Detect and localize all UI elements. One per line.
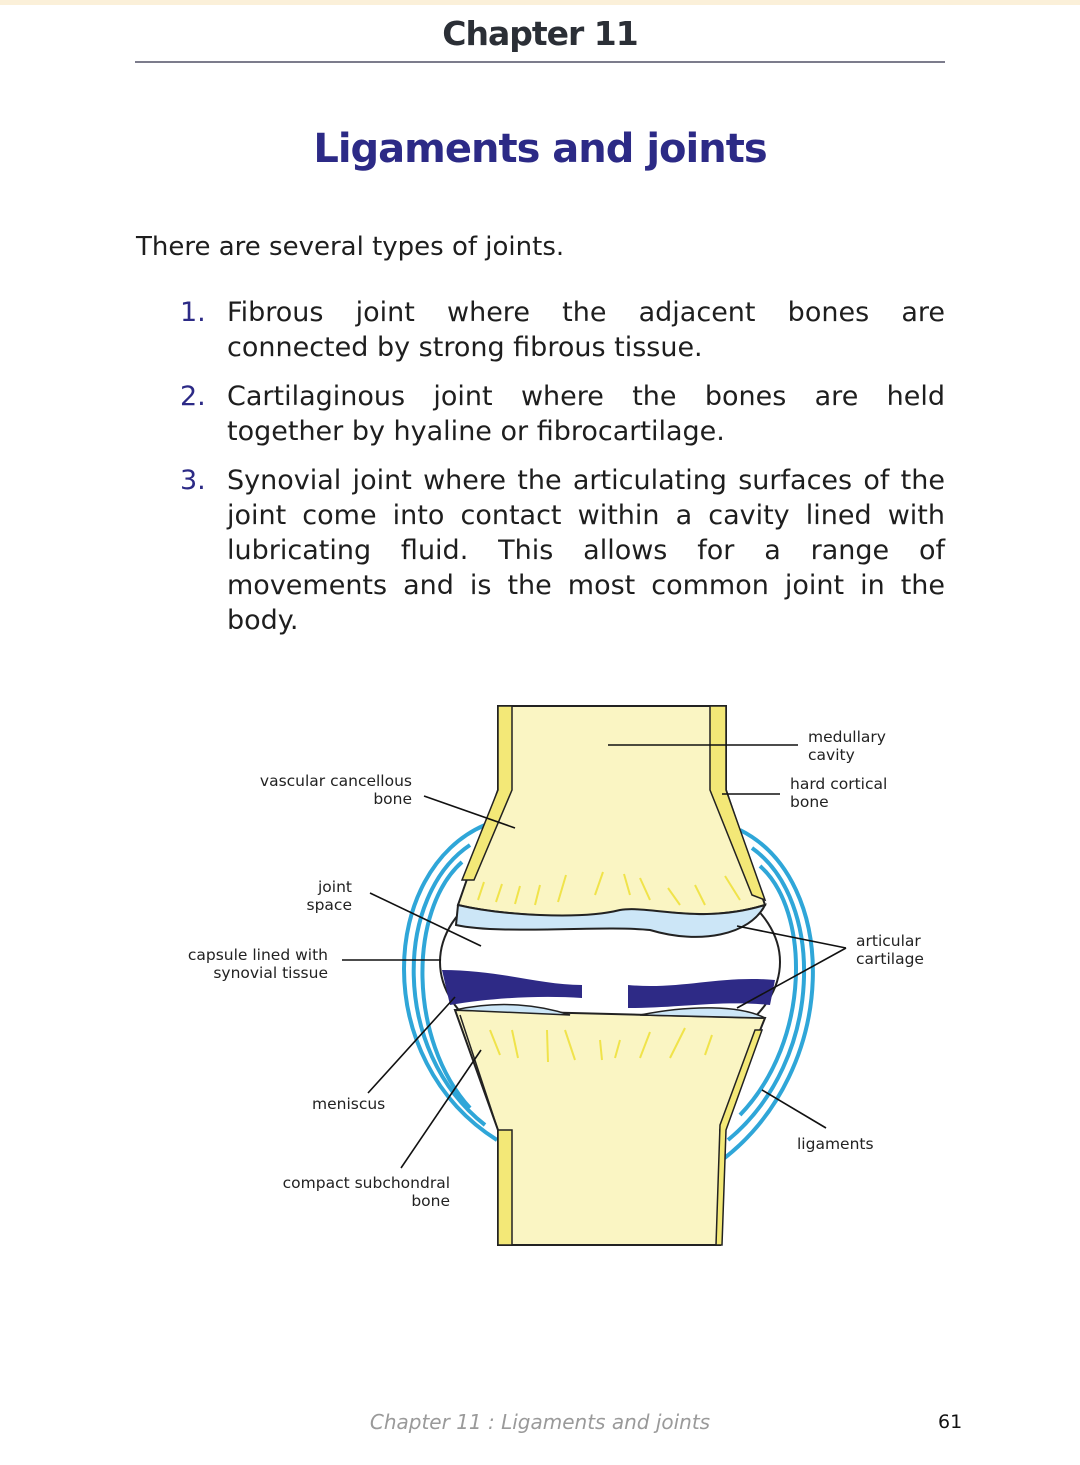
list-item: 3. Synovial joint where the articulating … bbox=[180, 463, 945, 638]
list-number: 2. bbox=[180, 381, 206, 412]
list-text: Fibrous joint where the adjacent bones a… bbox=[227, 297, 945, 363]
meniscus-left bbox=[442, 970, 582, 1005]
upper-articular-cartilage bbox=[454, 903, 767, 938]
synovial-joint-diagram bbox=[342, 705, 847, 1246]
label-articular-cartilage: articular cartilage bbox=[856, 932, 924, 968]
upper-cortical-left bbox=[460, 705, 513, 881]
footer-chapter-title: Chapter 11 : Ligaments and joints bbox=[369, 1410, 711, 1434]
lower-articular-cartilage bbox=[454, 1003, 766, 1019]
list-item: 1. Fibrous joint where the adjacent bones… bbox=[180, 295, 945, 365]
header-divider bbox=[135, 61, 945, 63]
joint-types-list: 1. Fibrous joint where the adjacent bones… bbox=[180, 295, 945, 652]
lower-cortical-right bbox=[715, 1029, 764, 1246]
label-compact-subchondral-bone: compact subchondral bone bbox=[282, 1174, 450, 1210]
list-text: Synovial joint where the articulating su… bbox=[227, 465, 945, 636]
intro-text: There are several types of joints. bbox=[136, 232, 565, 262]
ligaments bbox=[402, 823, 815, 1162]
list-number: 3. bbox=[180, 465, 206, 496]
leader-lines bbox=[342, 744, 847, 1169]
page-title: Ligaments and joints bbox=[313, 126, 767, 172]
label-capsule: capsule lined with synovial tissue bbox=[187, 946, 328, 982]
list-text: Cartilaginous joint where the bones are … bbox=[227, 381, 945, 447]
meniscus-right bbox=[628, 978, 775, 1008]
label-medullary-cavity: medullary cavity bbox=[808, 728, 886, 764]
lower-cortical-left bbox=[459, 1014, 513, 1246]
chapter-heading: Chapter 11 bbox=[442, 14, 638, 53]
label-joint-space: joint space bbox=[306, 878, 352, 914]
label-meniscus: meniscus bbox=[312, 1095, 386, 1113]
label-ligaments: ligaments bbox=[797, 1135, 874, 1153]
list-number: 1. bbox=[180, 297, 206, 328]
top-band bbox=[0, 0, 1080, 5]
list-item: 2. Cartilaginous joint where the bones ar… bbox=[180, 379, 945, 449]
label-vascular-cancellous-bone: vascular cancellous bone bbox=[259, 772, 412, 808]
page-number: 61 bbox=[938, 1411, 963, 1433]
trabecular-lines bbox=[477, 871, 741, 1063]
label-hard-cortical-bone: hard cortical bone bbox=[790, 775, 888, 811]
upper-cortical-right bbox=[709, 705, 767, 902]
